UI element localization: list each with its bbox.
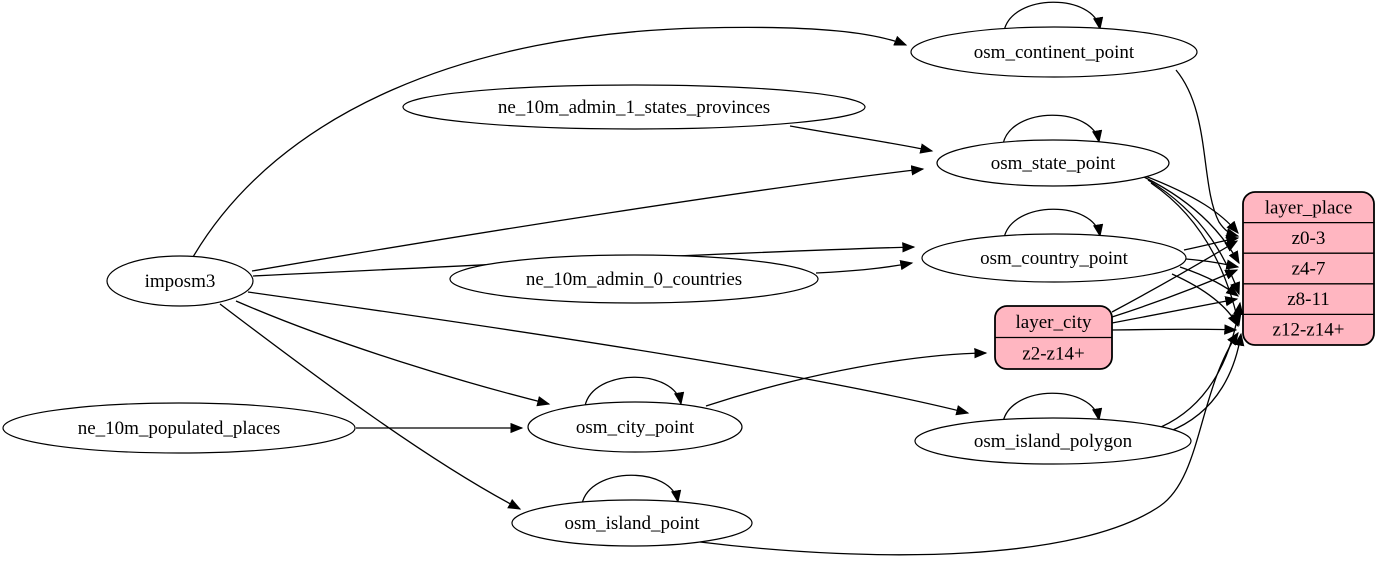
node-osm-city-point: osm_city_point <box>527 401 743 453</box>
edge-osm-country-point-to-layer-place-z0-3 <box>1183 235 1240 251</box>
node-shape-osm-continent-point <box>910 26 1198 78</box>
record-header-layer-place: layer_place <box>1265 197 1353 218</box>
edge-osm-continent-point-to-osm-continent-point <box>1003 1 1104 32</box>
node-label-osm-city-point: osm_city_point <box>576 417 695 438</box>
edge-osm-island-polygon-to-layer-place-z12-z14 <box>1167 332 1245 433</box>
edge-osm-country-point-to-osm-country-point <box>1003 208 1104 239</box>
node-label-osm-continent-point: osm_continent_point <box>974 42 1135 63</box>
node-shape-ne-10m-populated-places <box>2 402 356 454</box>
edges-layer <box>192 1 1245 556</box>
node-shape-imposm3 <box>106 255 254 307</box>
edge-osm-country-point-to-layer-place-z12-z14 <box>1171 273 1239 328</box>
edge-osm-city-point-to-osm-city-point <box>584 376 685 407</box>
node-label-ne-10m-populated-places: ne_10m_populated_places <box>78 418 281 439</box>
edge-osm-state-point-to-layer-place-z0-3 <box>1139 173 1239 234</box>
node-label-osm-state-point: osm_state_point <box>991 153 1116 174</box>
node-label-imposm3: imposm3 <box>145 271 216 292</box>
node-shape-ne-10m-admin-0-countries <box>449 254 819 304</box>
node-shape-osm-city-point <box>527 401 743 453</box>
node-shape-ne-10m-admin-1-states-provinces <box>402 84 866 130</box>
edge-osm-island-polygon-to-osm-island-polygon <box>1002 392 1103 423</box>
record-row-layer-place-z12-z14: z12-z14+ <box>1273 320 1345 341</box>
edge-osm-continent-point-to-layer-place-z0-3 <box>1175 69 1240 239</box>
edge-layer-city-to-layer-place-z4-7 <box>1111 269 1239 318</box>
edge-osm-state-point-to-layer-place-z8-11 <box>1147 179 1240 296</box>
record-row-layer-place-z0-3: z0-3 <box>1292 228 1326 249</box>
edge-layer-city-to-layer-place-z0-3 <box>1111 240 1239 313</box>
edge-osm-state-point-to-osm-state-point <box>1002 114 1103 145</box>
edge-osm-city-point-to-layer-city-z2-z14 <box>705 347 988 407</box>
record-row-layer-place-z4-7: z4-7 <box>1292 259 1326 280</box>
node-osm-island-polygon: osm_island_polygon <box>914 417 1192 465</box>
record-row-layer-place-z8-11: z8-11 <box>1287 289 1330 310</box>
record-layer-city: layer_city z2-z14+ <box>994 305 1113 370</box>
node-osm-island-point: osm_island_point <box>511 499 753 547</box>
edge-osm-island-point-to-layer-place-z12-z14 <box>699 331 1239 556</box>
edge-ne-10m-admin-1-states-provinces-to-osm-state-point <box>789 125 934 154</box>
node-shape-osm-island-polygon <box>914 417 1192 465</box>
edge-layer-city-to-layer-place-z8-11 <box>1111 296 1239 324</box>
node-osm-continent-point: osm_continent_point <box>910 26 1198 78</box>
edge-imposm3-to-osm-continent-point <box>192 26 908 258</box>
edge-osm-island-point-to-osm-island-point <box>581 474 682 505</box>
edge-imposm3-to-osm-island-point <box>219 303 522 510</box>
record-header-layer-city: layer_city <box>1016 312 1092 333</box>
edge-osm-country-point-to-layer-place-z4-7 <box>1185 258 1240 270</box>
node-ne-10m-admin-1-states-provinces: ne_10m_admin_1_states_provinces <box>402 84 866 130</box>
node-label-osm-country-point: osm_country_point <box>980 248 1128 269</box>
node-osm-country-point: osm_country_point <box>921 233 1187 283</box>
node-label-ne-10m-admin-1-states-provinces: ne_10m_admin_1_states_provinces <box>498 97 770 118</box>
node-shape-osm-island-point <box>511 499 753 547</box>
edge-imposm3-to-osm-city-point <box>235 300 551 407</box>
edge-osm-state-point-to-layer-place-z4-7 <box>1143 176 1240 265</box>
edge-osm-island-polygon-to-layer-place-z8-11 <box>1160 301 1244 428</box>
node-ne-10m-admin-0-countries: ne_10m_admin_0_countries <box>449 254 819 304</box>
edge-layer-city-to-layer-place-z12-z14 <box>1111 324 1238 335</box>
node-osm-state-point: osm_state_point <box>936 139 1170 187</box>
node-shape-osm-state-point <box>936 139 1170 187</box>
edge-ne-10m-admin-0-countries-to-osm-country-point <box>815 259 914 274</box>
node-label-ne-10m-admin-0-countries: ne_10m_admin_0_countries <box>526 269 742 290</box>
edge-imposm3-to-osm-island-polygon <box>247 291 970 416</box>
node-shape-osm-country-point <box>921 233 1187 283</box>
record-layer-place: layer_place z0-3 z4-7 z8-11 z12-z14+ <box>1242 191 1375 346</box>
record-shape-layer-place <box>1242 191 1375 346</box>
edge-imposm3-to-osm-state-point <box>251 165 925 272</box>
nodes-layer: imposm3 ne_10m_admin_1_states_provincesne… <box>2 26 1375 547</box>
node-imposm3: imposm3 <box>106 255 254 307</box>
record-row-layer-city-z2-z14: z2-z14+ <box>1022 343 1084 364</box>
node-label-osm-island-polygon: osm_island_polygon <box>974 431 1133 452</box>
node-label-osm-island-point: osm_island_point <box>564 513 700 534</box>
node-ne-10m-populated-places: ne_10m_populated_places <box>2 402 356 454</box>
